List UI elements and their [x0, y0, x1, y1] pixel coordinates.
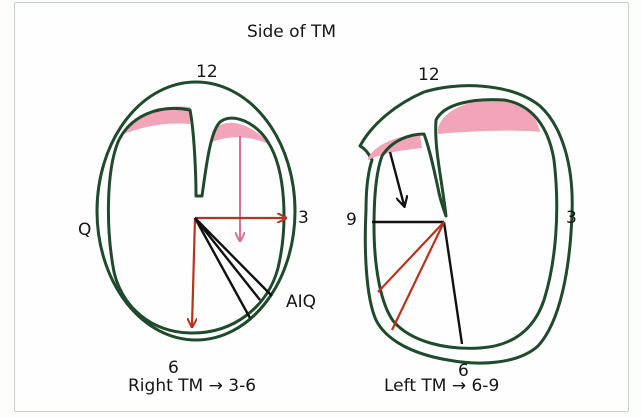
left-tm-label-3: 3: [566, 210, 577, 227]
right-tm-black-line-2: [195, 218, 260, 300]
left-tm-label-12: 12: [418, 67, 440, 84]
diagram-title: Side of TM: [247, 24, 336, 41]
right-tm-red-arrow-6: [192, 218, 195, 326]
right-tm-label-q: Q: [78, 222, 91, 239]
right-tm: [97, 82, 295, 340]
left-tm-pink-band-left: [368, 134, 422, 160]
right-tm-label-3: 3: [298, 210, 309, 227]
left-tm-black-line-6: [444, 222, 462, 344]
right-tm-label-aiq: AIQ: [286, 294, 316, 311]
left-tm-caption: Left TM → 6-9: [384, 378, 499, 395]
right-tm-label-12: 12: [196, 64, 218, 81]
right-tm-black-line-3: [195, 218, 250, 318]
left-tm-black-arrow: [390, 152, 404, 205]
left-tm-red-line-2: [392, 222, 444, 330]
left-tm: [360, 86, 572, 363]
left-tm-label-9: 9: [346, 212, 357, 229]
right-tm-black-line-1: [195, 218, 272, 296]
left-tm-red-line-1: [378, 222, 444, 292]
right-tm-label-6: 6: [168, 360, 179, 377]
right-tm-caption: Right TM → 3-6: [128, 378, 256, 395]
